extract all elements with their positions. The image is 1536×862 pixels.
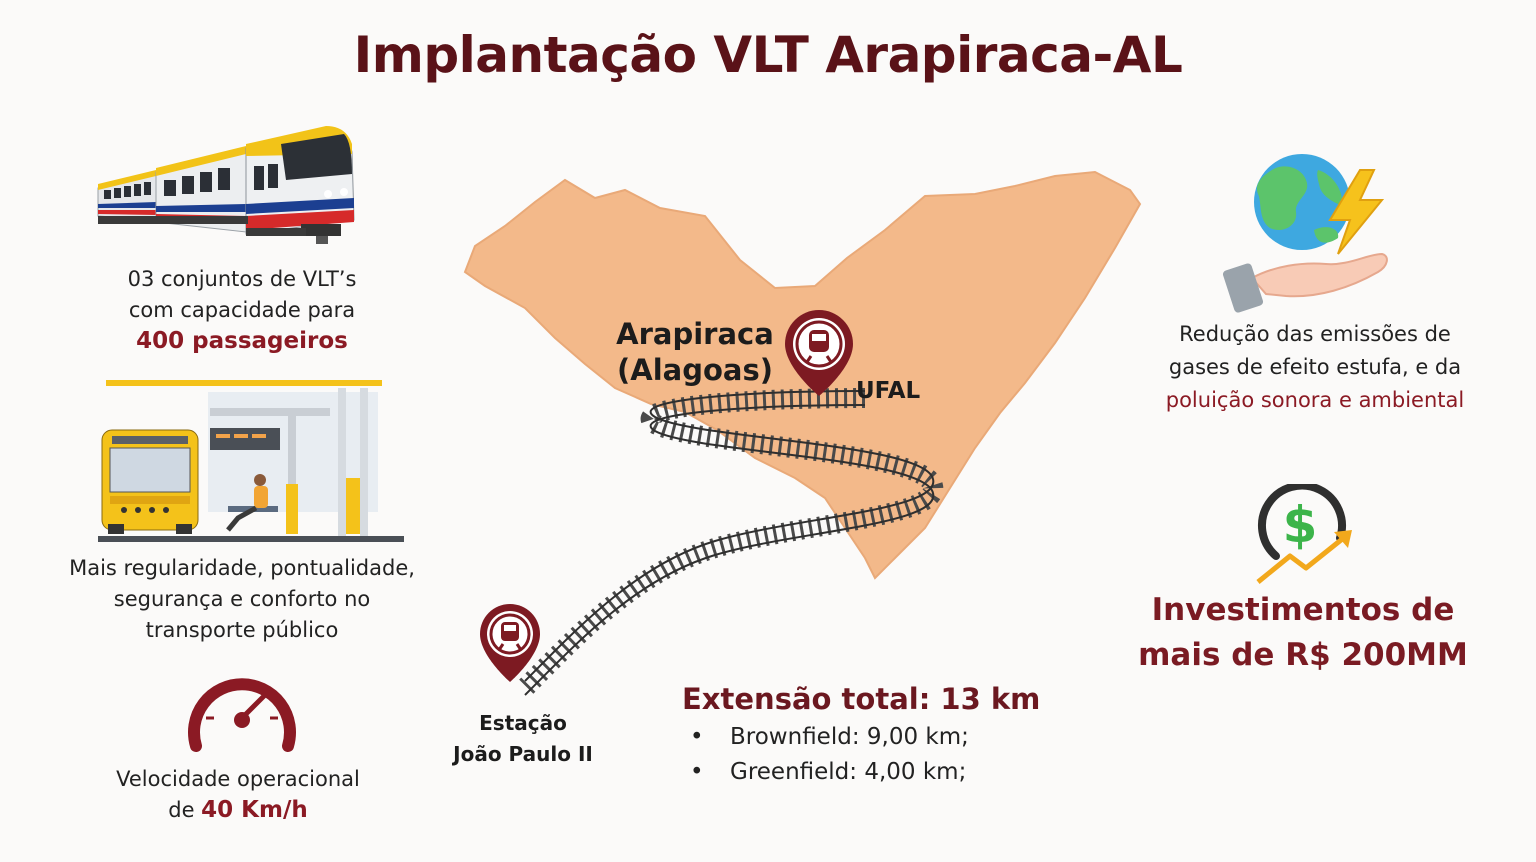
- station-caption-line1: Mais regularidade, pontualidade,: [69, 556, 415, 580]
- train-icon: [96, 124, 358, 254]
- station-label-line2: João Paulo II: [453, 742, 593, 766]
- speed-caption-line1: Velocidade operacional: [116, 767, 360, 791]
- railway-track-icon: [517, 388, 944, 696]
- extension-item: • Brownfield: 9,00 km;: [690, 720, 1042, 755]
- extension-block: Extensão total: 13 km • Brownfield: 9,00 …: [682, 682, 1042, 790]
- train-location-pin-icon: [785, 310, 853, 396]
- emissions-caption-line1: Redução das emissões de: [1179, 322, 1451, 346]
- emissions-caption: Redução das emissões de gases de efeito …: [1150, 318, 1480, 417]
- speed-highlight: 40 Km/h: [201, 797, 308, 823]
- extension-title: Extensão total: 13 km: [682, 682, 1041, 716]
- investment-block: Investimentos de mais de R$ 200MM: [1128, 588, 1478, 678]
- bullet: •: [690, 724, 704, 750]
- speed-caption-prefix: de: [168, 798, 195, 822]
- station-label: Estação João Paulo II: [440, 708, 606, 770]
- station-label-line1: Estação: [479, 711, 567, 735]
- svg-text:$: $: [1283, 496, 1318, 554]
- city-name: Arapiraca: [616, 317, 774, 351]
- state-name: (Alagoas): [617, 353, 773, 387]
- extension-item-text: Greenfield: 4,00 km;: [730, 759, 967, 785]
- station-pin-icon: [480, 604, 540, 684]
- train-caption-line1: 03 conjuntos de VLT’s: [127, 267, 357, 291]
- station-caption: Mais regularidade, pontualidade, seguran…: [66, 553, 418, 646]
- emissions-highlight: poluição sonora e ambiental: [1165, 388, 1465, 412]
- emissions-caption-line2: gases de efeito estufa, e da: [1168, 355, 1462, 379]
- city-label: Arapiraca (Alagoas): [610, 316, 780, 388]
- alagoas-map: [455, 168, 1155, 708]
- investment-line2: mais de R$ 200MM: [1138, 637, 1468, 673]
- ufal-label: UFAL: [856, 378, 921, 404]
- speed-caption: Velocidade operacional de 40 Km/h: [100, 764, 376, 826]
- page-title: Implantação VLT Arapiraca-AL: [353, 26, 1183, 84]
- bus-station-icon: [98, 378, 404, 548]
- earth-energy-hand-icon: [1222, 150, 1392, 320]
- money-growth-icon: $: [1252, 484, 1356, 588]
- station-caption-line3: transporte público: [145, 618, 339, 642]
- station-caption-line2: segurança e conforto no: [113, 587, 371, 611]
- bullet: •: [690, 759, 704, 785]
- investment-line1: Investimentos de: [1151, 592, 1455, 628]
- train-caption-line2: com capacidade para: [128, 298, 356, 322]
- train-capacity-highlight: 400 passageiros: [136, 328, 348, 354]
- extension-item-text: Brownfield: 9,00 km;: [730, 724, 969, 750]
- speedometer-icon: [182, 658, 302, 758]
- train-caption: 03 conjuntos de VLT’s com capacidade par…: [92, 264, 392, 357]
- extension-item: • Greenfield: 4,00 km;: [690, 755, 1042, 790]
